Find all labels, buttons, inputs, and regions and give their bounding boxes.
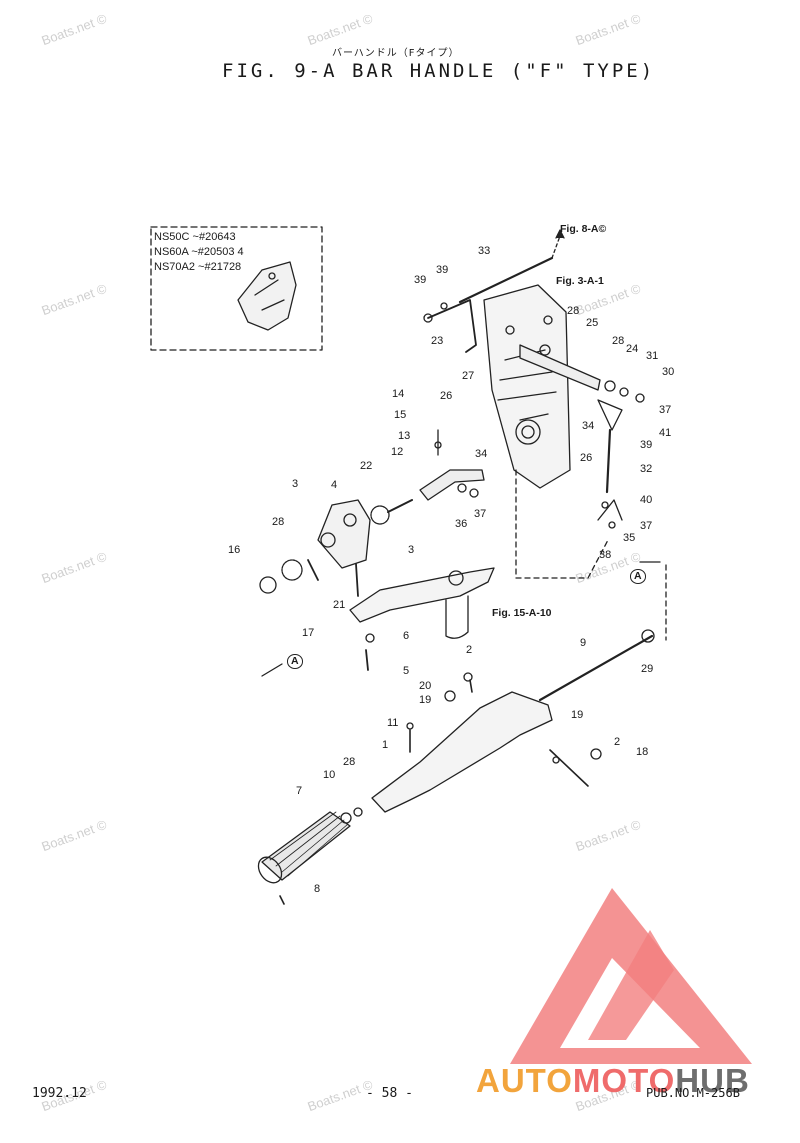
reference-marker: A <box>630 569 646 584</box>
callout-number: 39 <box>414 274 427 286</box>
inset-bracket-part <box>237 261 297 331</box>
callout-number: 4 <box>331 479 338 491</box>
shaft-cylinder <box>445 595 469 639</box>
reference-fig-3a: Fig. 3-A-1 <box>556 275 604 287</box>
callout-number: 38 <box>599 549 612 561</box>
inset-model-line: NS70A2 ~#21728 <box>154 261 242 273</box>
callout-number: 26 <box>580 452 593 464</box>
callout-number: 2 <box>466 644 473 656</box>
footer-page-number: - 58 - <box>366 1086 413 1101</box>
callout-number: 26 <box>440 390 453 402</box>
automotohub-logo-text: AUTOMOTOHUB <box>476 1062 750 1099</box>
callout-number: 1 <box>382 739 389 751</box>
callout-number: 22 <box>360 460 373 472</box>
reference-marker: A <box>287 654 303 669</box>
grip-7 <box>261 811 351 881</box>
control-bracket-plate <box>483 284 571 489</box>
inset-model-line: NS60A ~#20503 4 <box>154 246 244 258</box>
gear-16 <box>281 559 303 581</box>
callout-number: 24 <box>626 343 639 355</box>
callout-number: 7 <box>296 785 303 797</box>
handle-body-1 <box>371 691 553 813</box>
bracket-4 <box>317 499 371 569</box>
callout-number: 28 <box>612 335 625 347</box>
callout-number: 16 <box>228 544 241 556</box>
callout-number: 8 <box>314 883 321 895</box>
callout-number: 37 <box>640 520 653 532</box>
callout-number: 19 <box>419 694 432 706</box>
callout-number: 14 <box>392 388 405 400</box>
callout-number: 25 <box>586 317 599 329</box>
lever-12 <box>419 469 485 501</box>
callout-number: 15 <box>394 409 407 421</box>
callout-number: 21 <box>333 599 346 611</box>
callout-number: 34 <box>475 448 488 460</box>
rod-32 <box>458 256 554 304</box>
callout-number: 29 <box>641 663 654 675</box>
footer-date: 1992.12 <box>32 1086 87 1101</box>
callout-number: 6 <box>403 630 410 642</box>
footer-publication-number: PUB.NO.M-256B <box>646 1086 740 1100</box>
callout-number: 5 <box>403 665 410 677</box>
callout-number: 17 <box>302 627 315 639</box>
callout-number: 11 <box>387 717 399 729</box>
callout-number: 30 <box>662 366 675 378</box>
callout-number: 37 <box>474 508 487 520</box>
callout-number: 28 <box>272 516 285 528</box>
rod-9 <box>538 634 654 702</box>
callout-number: 20 <box>419 680 432 692</box>
callout-number: 3 <box>292 478 299 490</box>
bar-arm-21 <box>349 567 495 623</box>
callout-number: 32 <box>640 463 653 475</box>
callout-number: 28 <box>567 305 580 317</box>
inset-box <box>150 226 323 351</box>
callout-number: 41 <box>659 427 672 439</box>
callout-number: 39 <box>640 439 653 451</box>
callout-number: 40 <box>640 494 653 506</box>
callout-number: 34 <box>582 420 595 432</box>
callout-number: 2 <box>614 736 621 748</box>
callout-number: 28 <box>343 756 356 768</box>
callout-number: 39 <box>436 264 449 276</box>
callout-number: 31 <box>646 350 659 362</box>
callout-number: 18 <box>636 746 649 758</box>
link-23 <box>427 299 477 353</box>
figure-title: FIG. 9-A BAR HANDLE ("F" TYPE) <box>222 60 656 82</box>
inset-model-line: NS50C ~#20643 <box>154 231 236 243</box>
reference-fig-15a: Fig. 15-A-10 <box>492 607 552 619</box>
callout-number: 35 <box>623 532 636 544</box>
callout-number: 9 <box>580 637 587 649</box>
figure-title-japanese: バーハンドル（Fタイプ） <box>332 48 460 59</box>
callout-number: 13 <box>398 430 411 442</box>
callout-number: 37 <box>659 404 672 416</box>
gear-22 <box>370 505 390 525</box>
callout-number: 10 <box>323 769 336 781</box>
rod-31 <box>605 428 612 494</box>
callout-number: 36 <box>455 518 468 530</box>
reference-fig-8a: Fig. 8-A© <box>560 223 607 235</box>
lever-25 <box>519 344 601 391</box>
callout-number: 23 <box>431 335 444 347</box>
callout-number: 19 <box>571 709 584 721</box>
callout-number: 12 <box>391 446 404 458</box>
callout-number: 33 <box>478 245 491 257</box>
callout-number: 3 <box>408 544 415 556</box>
callout-number: 27 <box>462 370 475 382</box>
